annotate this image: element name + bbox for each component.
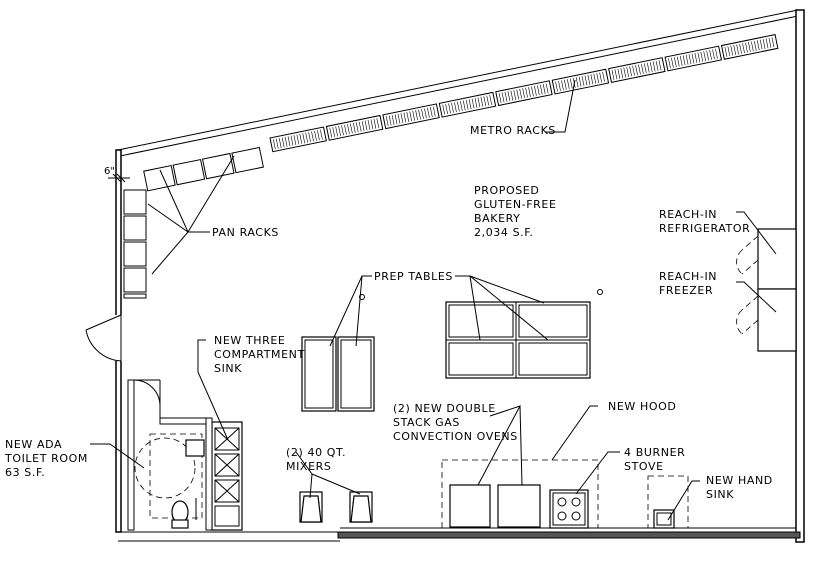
pan-racks-label: PAN RACKS — [212, 226, 279, 239]
dimension-marker: 6" — [104, 166, 130, 183]
labels: METRO RACKS PAN RACKS PROPOSED GLUTEN-FR… — [4, 124, 773, 501]
prep-tables — [301, 289, 603, 412]
reach-in-refrigerator-label-2: REFRIGERATOR — [659, 222, 750, 235]
ovens-label-3: CONVECTION OVENS — [393, 430, 518, 443]
mixers-label-2: MIXERS — [286, 460, 331, 473]
bakery-title-line-1: PROPOSED — [474, 184, 539, 197]
bakery-title-line-3: BAKERY — [474, 212, 521, 225]
mixers-label-1: (2) 40 QT. — [286, 446, 346, 459]
ovens-label-2: STACK GAS — [393, 416, 460, 429]
mixers — [299, 491, 373, 523]
reach-in-refrigerator-label-1: REACH-IN — [659, 208, 717, 221]
new-hood-label: NEW HOOD — [608, 400, 676, 413]
metro-rack-unit — [269, 126, 327, 153]
metro-rack-unit — [608, 57, 666, 83]
hand-sink-label-1: NEW HAND — [706, 474, 773, 487]
metro-rack-unit — [664, 45, 723, 72]
pan-racks — [123, 146, 264, 299]
three-compartment-sink-label-3: SINK — [214, 362, 242, 375]
three-compartment-sink-label-2: COMPARTMENT — [214, 348, 305, 361]
entry-door — [85, 314, 123, 362]
hand-sink-label-2: SINK — [706, 488, 734, 501]
reach-in-freezer-label-1: REACH-IN — [659, 270, 717, 283]
hand-sink — [647, 475, 689, 529]
three-compartment-sink-label-1: NEW THREE — [214, 334, 286, 347]
leader-lines — [90, 79, 777, 521]
metro-racks-label: METRO RACKS — [470, 124, 556, 137]
bakery-area: 2,034 S.F. — [474, 226, 534, 239]
dimension-label: 6" — [104, 166, 115, 177]
metro-racks — [269, 34, 779, 153]
toilet-room-label-2: TOILET ROOM — [4, 452, 88, 465]
metro-rack-unit — [720, 34, 779, 60]
metro-rack-unit — [325, 114, 384, 141]
metro-rack-unit — [382, 103, 440, 130]
metro-rack-unit — [495, 80, 553, 107]
metro-rack-unit — [551, 68, 610, 95]
metro-rack-unit — [438, 91, 497, 118]
stove-label-2: STOVE — [624, 460, 664, 473]
reach-in-units — [736, 228, 797, 352]
prep-tables-label: PREP TABLES — [374, 270, 453, 283]
stove-label-1: 4 BURNER — [624, 446, 685, 459]
three-compartment-sink — [211, 421, 243, 531]
toilet-room-label-3: 63 S.F. — [5, 466, 45, 479]
reach-in-freezer-label-2: FREEZER — [659, 284, 713, 297]
ovens-label-1: (2) NEW DOUBLE — [393, 402, 496, 415]
bakery-title-line-2: GLUTEN-FREE — [474, 198, 557, 211]
cooking-line — [441, 459, 599, 529]
toilet-room — [127, 379, 213, 531]
toilet-room-label-1: NEW ADA — [5, 438, 62, 451]
